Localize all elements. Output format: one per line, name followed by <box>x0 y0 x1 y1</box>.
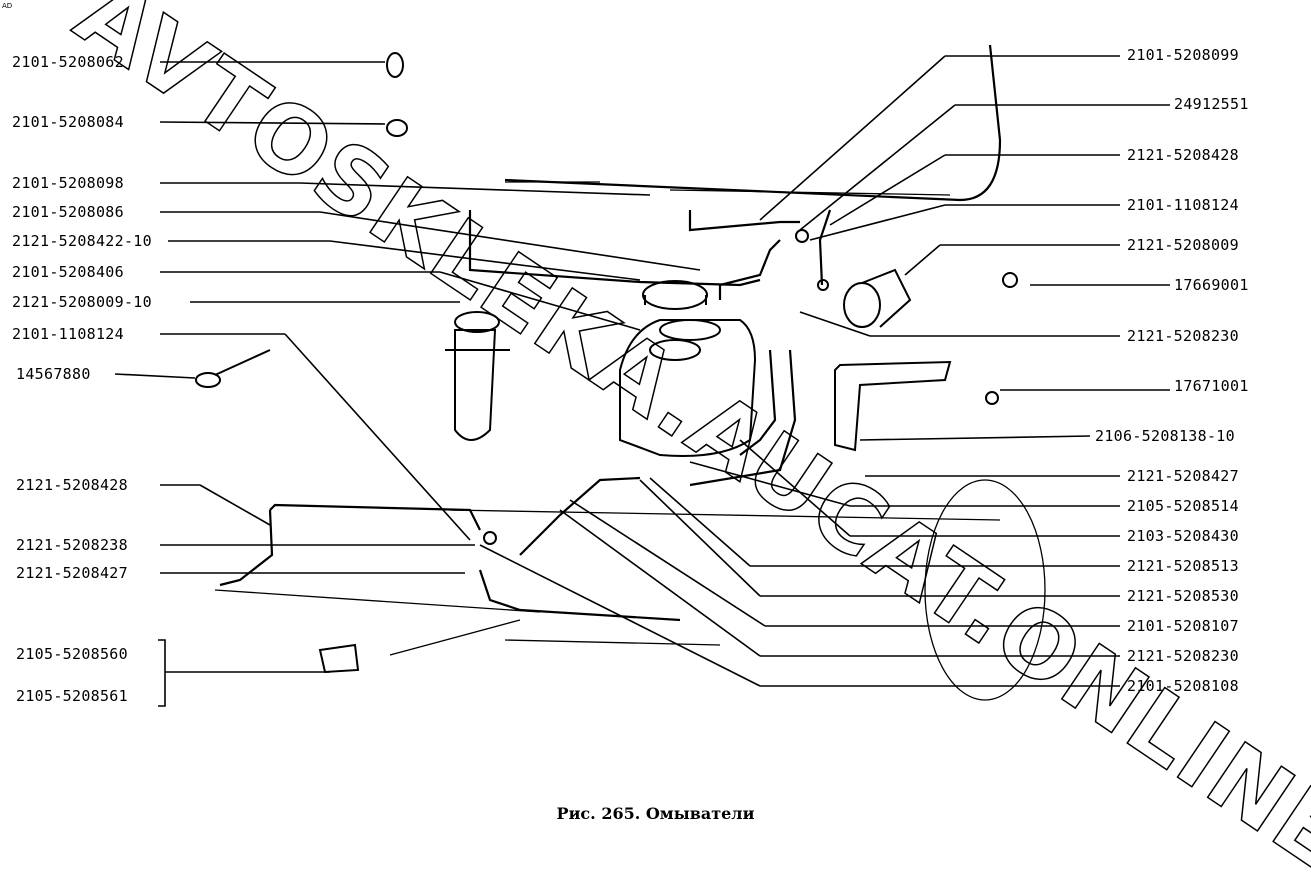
part-label: 17671001 <box>1174 377 1249 395</box>
part-label: 2121-5208530 <box>1127 587 1239 605</box>
part-label: 2121-5208428 <box>16 476 128 494</box>
small-parts <box>195 52 1018 674</box>
part-label: 2101-5208098 <box>12 174 124 192</box>
part-label: 2105-5208561 <box>16 687 128 705</box>
part-label: 2101-5208062 <box>12 53 124 71</box>
leader-lines-left <box>114 61 701 707</box>
part-label: 2101-5208107 <box>1127 617 1239 635</box>
part-label: 2121-5208513 <box>1127 557 1239 575</box>
part-label: 2121-5208422-10 <box>12 232 152 250</box>
part-label: 2101-1108124 <box>12 325 124 343</box>
washer-motor <box>843 268 912 328</box>
bracket <box>834 360 952 452</box>
part-label: 2121-5208238 <box>16 536 128 554</box>
part-label: 2121-5208427 <box>1127 467 1239 485</box>
part-label: 2105-5208514 <box>1127 497 1239 515</box>
part-label: 2101-5208084 <box>12 113 124 131</box>
part-label: 2121-5208230 <box>1127 647 1239 665</box>
part-label: 2121-5208230 <box>1127 327 1239 345</box>
part-label: 14567880 <box>16 365 91 383</box>
part-label: 2121-5208009 <box>1127 236 1239 254</box>
part-label: 2101-5208108 <box>1127 677 1239 695</box>
part-label: 2121-5208428 <box>1127 146 1239 164</box>
part-label: 2101-5208099 <box>1127 46 1239 64</box>
corner-mark: AD <box>2 2 13 10</box>
watermark-text: AVTOSKLEKA.AUCAT.ONLINE <box>58 0 1311 886</box>
figure-caption: Рис. 265. Омыватели <box>556 804 755 823</box>
part-label: 2106-5208138-10 <box>1095 427 1235 445</box>
part-label: 2105-5208560 <box>16 645 128 663</box>
leader-lines-right <box>479 55 1170 687</box>
part-label: 2103-5208430 <box>1127 527 1239 545</box>
part-label: 2121-5208427 <box>16 564 128 582</box>
part-label: 2101-1108124 <box>1127 196 1239 214</box>
part-label: 24912551 <box>1174 95 1249 113</box>
hoses <box>219 44 1002 622</box>
part-label: 2121-5208009-10 <box>12 293 152 311</box>
part-label: 2101-5208406 <box>12 263 124 281</box>
part-label: 17669001 <box>1174 276 1249 294</box>
car-body-outline <box>214 181 1046 701</box>
washer-pump <box>445 311 510 441</box>
part-label: 2101-5208086 <box>12 203 124 221</box>
washer-reservoir <box>619 280 757 457</box>
